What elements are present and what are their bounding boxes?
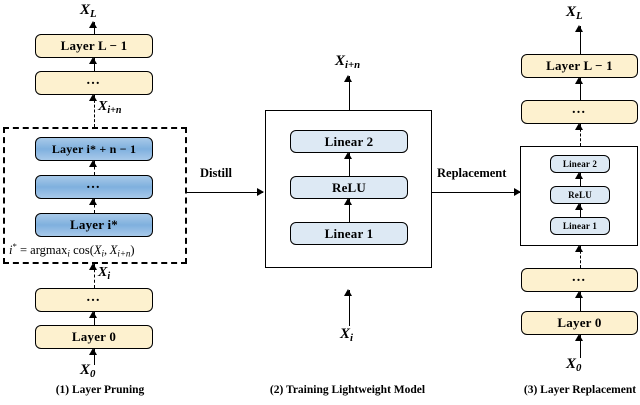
block-upper-ellipsis: … [521,100,638,124]
block-label: ReLU [568,190,592,200]
block-label: Linear 1 [324,225,374,241]
caption-panel-3: (3) Layer Replacement [523,384,637,396]
panel-layer-replacement: XL Layer L − 1 … Linear 2 ReLU [470,0,640,405]
block-layer-L-minus-1: Layer L − 1 [35,34,153,58]
block-layer-L-minus-1: Layer L − 1 [521,54,638,78]
input-label-x0: X0 [566,356,582,375]
boundary-label-x-i-plus-n: Xi+n [98,99,122,116]
block-layer-i-star-plus-n-minus-1: Layer i* + n − 1 [35,137,153,161]
block-relu: ReLU [290,176,408,199]
block-label: Layer i* + n − 1 [51,141,137,156]
panel-layer-pruning: XL Layer L − 1 … Xi+n Layer i* + n − 1 [0,0,200,405]
block-linear-1: Linear 1 [550,217,610,235]
output-label-xl: XL [80,2,97,21]
caption-panel-1: (1) Layer Pruning [55,384,145,396]
input-label-x-i: Xi [340,326,354,345]
output-label-xl: XL [566,4,583,23]
connector-label-replacement: Replacement [437,166,507,180]
block-label: Linear 1 [562,221,598,231]
block-lower-ellipsis: … [35,288,153,312]
connector-label-distill: Distill [200,166,232,180]
block-label: Layer 0 [71,329,117,344]
input-label-x0: X0 [80,362,96,381]
block-label: Layer 0 [557,315,602,330]
block-linear-2: Linear 2 [290,130,408,153]
block-label: Layer i* [70,217,118,232]
output-label-x-i-plus-n: Xi+n [335,53,361,72]
block-lower-ellipsis: … [521,268,638,292]
caption-panel-2: (2) Training Lightweight Model [269,384,426,396]
pruning-formula: i* = argmaxi cos(Xi, Xi+n) [9,241,135,259]
block-upper-ellipsis: … [35,71,153,95]
block-layer-0: Layer 0 [521,311,638,335]
block-label: Linear 2 [562,159,598,169]
block-label: Linear 2 [324,133,374,149]
block-label: Layer L − 1 [60,38,128,53]
block-label: ReLU [331,179,367,195]
panel-training-lightweight-model: Xi+n Linear 2 ReLU Linear 1 Xi [240,0,455,405]
block-pruned-ellipsis: … [35,175,153,199]
block-linear-2: Linear 2 [550,155,610,173]
block-label: Layer L − 1 [546,58,613,73]
block-layer-0: Layer 0 [35,325,153,349]
boundary-label-x-i: Xi [98,265,111,282]
block-relu: ReLU [550,186,610,204]
block-layer-i-star: Layer i* [35,213,153,237]
block-linear-1: Linear 1 [290,222,408,245]
